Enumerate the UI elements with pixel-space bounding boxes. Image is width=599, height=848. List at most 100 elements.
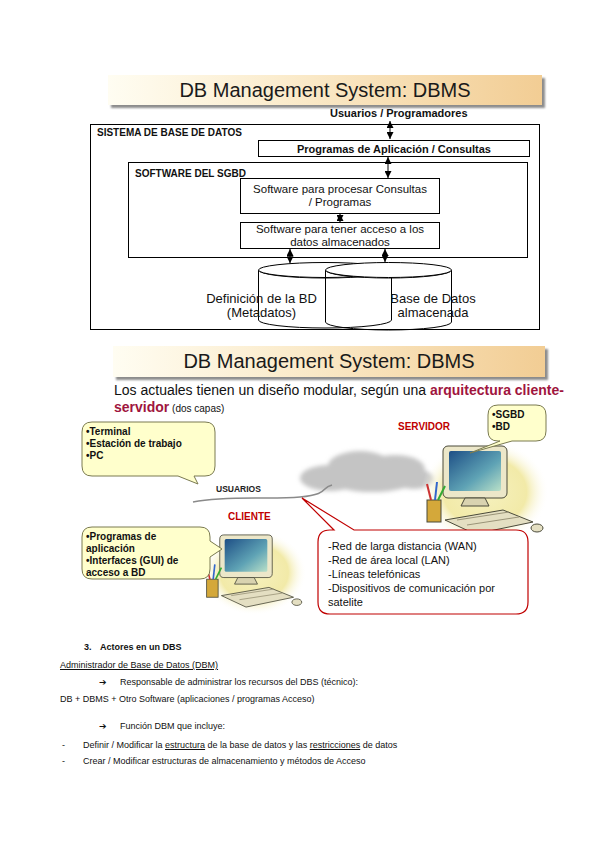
text-line: SERVIDOR bbox=[398, 421, 450, 432]
text-block: DB Management System: DBMS bbox=[183, 350, 474, 373]
node-text: Software para procesar Consultas / Progr… bbox=[253, 183, 427, 209]
database-cylinder: Base de Datos almacenada bbox=[325, 262, 452, 330]
node-text: •Interfaces (GUI) de acceso a BD bbox=[86, 555, 207, 579]
text-line: DB + DBMS + Otro Software (aplicaciones … bbox=[60, 694, 315, 704]
label-text: Los actuales tienen un diseño modular, s… bbox=[114, 382, 426, 398]
label-text: Actores en un DBS bbox=[100, 642, 182, 652]
label-text: de la base de datos y las bbox=[208, 740, 308, 750]
cylinder-top bbox=[326, 263, 452, 278]
label-text: Función DBM que incluye: bbox=[120, 721, 225, 731]
text-block: SISTEMA DE BASE DE DATOS bbox=[97, 127, 242, 138]
node-text: •PC bbox=[86, 450, 212, 462]
network-line bbox=[193, 485, 332, 502]
text-block: Programas de Aplicación / Consultas bbox=[297, 143, 491, 155]
text-line: Actores en un DBS bbox=[100, 642, 182, 652]
callout-box: -Red de larga distancia (WAN)-Red de áre… bbox=[318, 530, 528, 614]
label-text: CLIENTE bbox=[228, 511, 271, 522]
text-block: Software para procesar Consultas / Progr… bbox=[241, 183, 439, 209]
callout-box: •SGBD•BD bbox=[488, 405, 546, 441]
title-band: DB Management System: DBMS bbox=[113, 346, 545, 377]
callout-shape bbox=[302, 498, 528, 614]
text-block: •Terminal•Estación de trabajo•PC bbox=[86, 426, 212, 462]
text-block: -Red de larga distancia (WAN)-Red de áre… bbox=[328, 539, 522, 609]
label-text: Administrador de Base de Datos (DBM) bbox=[60, 660, 218, 670]
network-cloud bbox=[300, 451, 434, 492]
label-text: de datos bbox=[363, 740, 398, 750]
double-arrow bbox=[388, 157, 389, 178]
title-band: DB Management System: DBMS bbox=[108, 75, 542, 105]
node-text: •Estación de trabajo bbox=[86, 438, 212, 450]
text-line: - bbox=[62, 756, 65, 766]
node-text: SOFTWARE DEL SGBD bbox=[135, 168, 246, 179]
label-text: restricciones bbox=[310, 740, 361, 750]
label-text: estructura bbox=[165, 740, 205, 750]
process-box: Software para tener acceso a los datos a… bbox=[240, 222, 440, 249]
node-text: Base de Datos almacenada bbox=[378, 292, 488, 320]
text-block: •Programas de aplicación•Interfaces (GUI… bbox=[86, 531, 207, 579]
text-line: ➔ bbox=[99, 677, 107, 687]
text-line: Los actuales tienen un diseño modular, s… bbox=[114, 382, 564, 417]
node-text: DB Management System: DBMS bbox=[179, 79, 470, 102]
label-text: - bbox=[62, 740, 65, 750]
node-text: •Terminal bbox=[86, 426, 212, 438]
text-line: Crear / Modificar estructuras de almacen… bbox=[83, 756, 366, 766]
label-text: DB + DBMS + Otro Software (aplicaciones … bbox=[60, 694, 315, 704]
label-text: ➔ bbox=[99, 721, 107, 731]
callout-box: •Terminal•Estación de trabajo•PC bbox=[82, 422, 215, 476]
text-block: Software para tener acceso a los datos a… bbox=[241, 223, 439, 249]
label-text: USUARIOS bbox=[216, 484, 261, 494]
process-box: Software para procesar Consultas / Progr… bbox=[240, 178, 440, 214]
node-text: Programas de Aplicación / Consultas bbox=[297, 143, 491, 155]
double-arrow bbox=[385, 249, 386, 262]
double-arrow bbox=[290, 249, 291, 263]
text-block: •SGBD•BD bbox=[492, 409, 543, 433]
node-text: -Red de larga distancia (WAN) bbox=[328, 539, 522, 553]
text-line: ➔ bbox=[99, 721, 107, 731]
client-computer bbox=[202, 530, 307, 615]
system-frame: SISTEMA DE BASE DE DATOS Programas de Apl… bbox=[90, 124, 540, 330]
node-text: DB Management System: DBMS bbox=[183, 350, 474, 373]
node-text: •SGBD bbox=[492, 409, 543, 421]
text-line: Definir / Modificar laestructurade la ba… bbox=[83, 740, 397, 750]
callout-shape bbox=[470, 405, 546, 453]
text-line: 3. bbox=[84, 642, 92, 652]
callout-shape bbox=[82, 422, 215, 484]
text-block: SOFTWARE DEL SGBD bbox=[135, 168, 246, 179]
server-computer bbox=[421, 440, 549, 544]
text-line: Administrador de Base de Datos (DBM) bbox=[60, 660, 218, 670]
node-text: -Red de área local (LAN) bbox=[328, 553, 522, 567]
text-line: USUARIOS bbox=[216, 484, 261, 494]
label-text: Crear / Modificar estructuras de almacen… bbox=[83, 756, 366, 766]
text-line: Responsable de administrar los recursos … bbox=[120, 677, 358, 687]
label-text: ➔ bbox=[99, 677, 107, 687]
text-line: Usuarios / Programadores bbox=[330, 107, 468, 119]
label-text: - bbox=[62, 756, 65, 766]
subsystem-frame: SOFTWARE DEL SGBD Software para procesar … bbox=[128, 162, 528, 258]
label-text: Definir / Modificar la bbox=[83, 740, 163, 750]
callout-box: •Programas de aplicación•Interfaces (GUI… bbox=[82, 527, 210, 579]
node-text: Definición de la BD (Metadatos) bbox=[184, 292, 339, 320]
label-text: 3. bbox=[84, 642, 92, 652]
text-block: Base de Datos almacenada bbox=[378, 292, 488, 320]
node-text: -Líneas telefónicas bbox=[328, 567, 522, 581]
label-text: (dos capas) bbox=[172, 403, 224, 414]
text-block: DB Management System: DBMS bbox=[179, 79, 470, 102]
label-text: Usuarios / Programadores bbox=[330, 107, 468, 119]
label-text: SERVIDOR bbox=[398, 421, 450, 432]
text-line: Función DBM que incluye: bbox=[120, 721, 225, 731]
label-text: Responsable de administrar los recursos … bbox=[120, 677, 358, 687]
text-block: Definición de la BD (Metadatos) bbox=[184, 292, 339, 320]
text-line: - bbox=[62, 740, 65, 750]
callout-shape bbox=[82, 527, 222, 579]
node-text: •BD bbox=[492, 421, 543, 433]
process-box: Programas de Aplicación / Consultas bbox=[258, 140, 530, 157]
node-text: SISTEMA DE BASE DE DATOS bbox=[97, 127, 242, 138]
text-line: CLIENTE bbox=[228, 511, 271, 522]
double-arrow bbox=[340, 214, 341, 222]
node-text: -Dispositivos de comunicación por sateli… bbox=[328, 581, 522, 609]
node-text: Software para tener acceso a los datos a… bbox=[253, 223, 427, 249]
node-text: •Programas de aplicación bbox=[86, 531, 207, 555]
